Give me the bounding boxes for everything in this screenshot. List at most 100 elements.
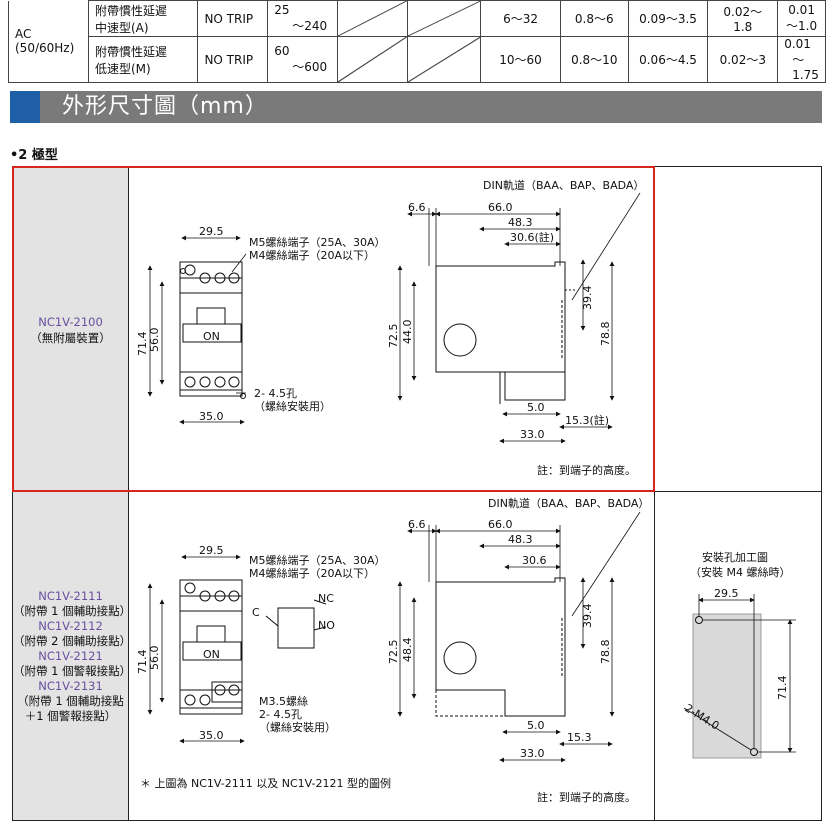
- value-cell: 0.8～10: [559, 36, 629, 83]
- panel2-dimensions-side: [397, 511, 641, 763]
- dim-29-5: 29.5: [199, 544, 224, 557]
- model-note: （附帶 1 個輔助接點）: [13, 604, 132, 618]
- empty-cell: [406, 0, 482, 37]
- m4-label: M4螺絲端子（20A以下）: [249, 248, 375, 262]
- on-label: ON: [203, 648, 220, 661]
- dim-6-6: 6.6: [408, 201, 426, 214]
- trip-cell: NO TRIP: [197, 0, 269, 37]
- din-label: DIN軌道（BAA、BAP、BADA）: [483, 178, 644, 192]
- panel2-front-view: [179, 579, 327, 715]
- hole-label: 2- 4.5孔: [259, 708, 302, 721]
- dim-30-6: 30.6: [522, 554, 547, 567]
- model-name: NC1V-2131: [38, 679, 103, 693]
- pole-label: •2 極型: [10, 148, 58, 163]
- dim-33: 33.0: [520, 428, 545, 441]
- range-bottom: ～240: [292, 19, 328, 33]
- range-bottom: ～600: [292, 60, 328, 74]
- dim-35: 35.0: [199, 729, 224, 742]
- dim-35: 35.0: [199, 410, 224, 423]
- dim-48-3: 48.3: [508, 216, 533, 229]
- range-top: 60: [274, 44, 290, 58]
- value-cell: 0.09～3.5: [627, 0, 709, 37]
- type-cell: 附帶慣性延遲 低速型(M): [87, 36, 199, 83]
- dim-48-4: 48.4: [401, 638, 414, 663]
- panel1-dim-labels: 29.5 35.0 71.4 56.0 M5螺絲端子（25A、30A） M4螺絲…: [136, 225, 386, 423]
- dim-56: 56.0: [148, 328, 161, 353]
- section-banner: 外形尺寸圖（mm）: [10, 91, 822, 123]
- value-cell: 6～32: [480, 0, 561, 37]
- c-label: C: [252, 606, 260, 619]
- dim-66: 66.0: [488, 518, 513, 531]
- dim-44: 44.0: [401, 320, 414, 345]
- dim-72-5: 72.5: [387, 324, 400, 349]
- trip-cell: NO TRIP: [197, 36, 269, 83]
- dim-33: 33.0: [520, 747, 545, 760]
- dim-39-4: 39.4: [581, 604, 594, 629]
- type-line: 中速型(A): [94, 20, 149, 35]
- dim-71-4: 71.4: [136, 332, 149, 357]
- type-line: 低速型(M): [94, 61, 151, 76]
- empty-cell: [337, 36, 408, 83]
- hole-label: （螺絲安裝用）: [259, 720, 336, 734]
- dim-39-4: 39.4: [581, 286, 594, 311]
- ac-cell: AC (50/60Hz): [8, 0, 89, 83]
- dim-5: 5.0: [527, 719, 545, 732]
- range-bottom: ～1.75: [792, 53, 819, 82]
- range-top: 25: [274, 3, 290, 17]
- dim-56: 56.0: [148, 646, 161, 671]
- panel1-front-view: [179, 261, 246, 399]
- range-top: 0.01: [784, 37, 811, 51]
- footnote: 註：到端子的高度。: [537, 790, 636, 804]
- hole-label: 2- 4.5孔: [254, 387, 297, 400]
- model-name: NC1V-2121: [38, 649, 103, 663]
- mounting-title: 安裝孔加工圖: [702, 550, 768, 564]
- dim-78-8: 78.8: [599, 322, 612, 347]
- panel2-dimensions-front: [147, 554, 245, 744]
- model-name: NC1V-2112: [38, 619, 103, 633]
- section-title: 外形尺寸圖（mm）: [62, 94, 268, 119]
- dim-15-3: 15.3(註): [565, 414, 609, 427]
- model-note: （附帶 1 個輔助接點: [17, 694, 124, 708]
- model-note: ＋1 個警報接點）: [24, 709, 117, 723]
- din-label: DIN軌道（BAA、BAP、BADA）: [488, 496, 649, 510]
- panel2-side-view: [435, 577, 566, 717]
- panel2-dim-labels: 29.5 35.0 71.4 56.0 M5螺絲端子（25A、30A） M4螺絲…: [136, 544, 386, 742]
- m4-label: M4螺絲端子（20A以下）: [249, 566, 375, 580]
- range-cell: 60 ～600: [267, 36, 339, 83]
- hole-label: （螺絲安裝用）: [254, 399, 331, 413]
- dim-15-3: 15.3: [567, 731, 592, 744]
- value-cell: 0.02～1.8: [707, 0, 779, 37]
- panel1-dimensions-side: [397, 192, 641, 444]
- dim-29-5: 29.5: [199, 225, 224, 238]
- dim-78-8: 78.8: [599, 640, 612, 665]
- type-cell: 附帶慣性延遲 中速型(A): [87, 0, 199, 37]
- m5-label: M5螺絲端子（25A、30A）: [249, 235, 386, 249]
- dim-71-4: 71.4: [136, 650, 149, 675]
- nc-label: NC: [318, 592, 334, 605]
- value-cell: 0.01～1.0: [777, 0, 826, 37]
- ac-label: AC: [15, 27, 32, 42]
- dim-5: 5.0: [527, 401, 545, 414]
- ac-freq: (50/60Hz): [15, 41, 75, 56]
- panel1-side-view: [435, 261, 575, 404]
- spec-table: AC (50/60Hz) 附帶慣性延遲 中速型(A) NO TRIP 25 ～2…: [8, 0, 826, 83]
- dim-48-3: 48.3: [508, 533, 533, 546]
- model-name: NC1V-2111: [38, 589, 103, 603]
- panel2-label-cell: NC1V-2111 （附帶 1 個輔助接點） NC1V-2112 （附帶 2 個…: [12, 491, 132, 821]
- panel1-dimensions-front: [147, 235, 247, 425]
- dim-71-4: 71.4: [776, 676, 789, 701]
- model-name: NC1V-2100: [38, 315, 103, 329]
- panel2-drawing-cell: [129, 491, 655, 821]
- panel1-side-labels: DIN軌道（BAA、BAP、BADA） 6.6 66.0 48.3 30.6(註…: [387, 178, 644, 477]
- type-line: 附帶慣性延遲: [94, 44, 167, 59]
- no-label: NO: [318, 619, 335, 632]
- value-cell: 0.01 ～1.75: [777, 36, 826, 83]
- star-note: ＊ 上圖為 NC1V-2111 以及 NC1V-2121 型的圖例: [140, 776, 391, 790]
- mounting-drawing: 安裝孔加工圖 （安裝 M4 螺絲時） 29.5 71.4 2-M4.0: [682, 550, 796, 759]
- value-cell: 0.06～4.5: [627, 36, 709, 83]
- m35-label: M3.5螺絲: [259, 694, 308, 708]
- dim-30-6: 30.6(註): [510, 231, 554, 244]
- panel1-label-cell: NC1V-2100 （無附屬裝置）: [12, 166, 129, 492]
- on-label: ON: [203, 330, 220, 343]
